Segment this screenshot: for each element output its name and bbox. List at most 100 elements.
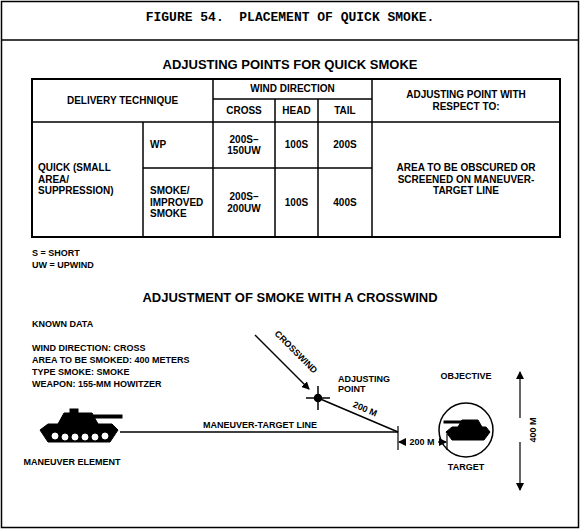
drawing-stroke [52, 433, 58, 439]
drawing-stroke [32, 79, 560, 237]
note-box: UW = UPWIND [32, 259, 182, 271]
table-header-box: HEAD [275, 99, 318, 122]
drawing-stroke [519, 372, 520, 490]
table-cell-box: 100S [275, 168, 318, 237]
known-data-line-box: TYPE SMOKE: SMOKE [32, 366, 282, 378]
table-cell: 200S [333, 139, 356, 151]
unit-label: MANEUVER ELEMENT [23, 457, 120, 467]
section-heading: ADJUSTMENT OF SMOKE WITH A CROSSWIND [142, 291, 437, 306]
table-header-box: TAIL [318, 99, 372, 122]
table-header: HEAD [282, 105, 310, 117]
drawing-stroke [439, 403, 493, 457]
point-label: ADJUSTING POINT [338, 374, 408, 395]
wind-label-box: CROSSWIND [263, 319, 328, 384]
drawing-stroke [444, 420, 490, 440]
dimension-label: 200 M [409, 437, 434, 447]
table-header: WIND DIRECTION [250, 83, 334, 95]
known-data-line-box: WIND DIRECTION: CROSS [32, 342, 282, 354]
table-header-box: DELIVERY TECHNIQUE [32, 79, 213, 122]
known-data-line: AREA TO BE SMOKED: 400 METERS [32, 355, 190, 365]
table-cell-box: AREA TO BE OBSCURED OR SCREENED ON MANEU… [372, 122, 560, 237]
table-cell: 200S– 200UW [221, 191, 267, 214]
drawing-stroke [318, 398, 398, 432]
drawing-stroke [102, 433, 108, 439]
drawing-stroke [143, 167, 372, 169]
drawing-stroke [120, 431, 398, 433]
table-cell: 400S [333, 197, 356, 209]
known-data-line: WIND DIRECTION: CROSS [32, 343, 146, 353]
dimension-label-box: 400 M [527, 402, 539, 458]
table-header-box: ADJUSTING POINT WITH RESPECT TO: [372, 79, 560, 122]
drawing-stroke [446, 427, 490, 440]
drawing-stroke [40, 424, 118, 442]
table-cell: QUICK (SMALL AREA/ SUPPRESSION) [38, 162, 137, 197]
table-cell-box: 200S [318, 122, 372, 168]
unit-label-box: MANEUVER ELEMENT [12, 456, 132, 468]
note: S = SHORT [32, 248, 80, 258]
drawing-stroke [315, 395, 322, 402]
drawing-stroke [397, 426, 398, 450]
table-cell: AREA TO BE OBSCURED OR SCREENED ON MANEU… [390, 162, 542, 197]
table-header: DELIVERY TECHNIQUE [67, 95, 178, 107]
target-label: TARGET [448, 462, 484, 472]
dimension-label: 200 M [351, 399, 378, 418]
drawing-stroke [399, 441, 406, 442]
table-header: TAIL [334, 105, 355, 117]
table-cell: 200S– 150UW [221, 134, 267, 157]
drawing-stroke [2, 39, 579, 41]
table-cell-box: QUICK (SMALL AREA/ SUPPRESSION) [32, 122, 143, 237]
drawing-stroke [444, 421, 462, 423]
drawing-stroke [213, 98, 372, 100]
point-label-box: ADJUSTING POINT [338, 372, 408, 396]
dimension-label: 400 M [528, 418, 538, 443]
drawing-stroke [212, 79, 214, 237]
table-cell: 100S [285, 139, 308, 151]
objective-label: OBJECTIVE [440, 371, 491, 381]
drawing-stroke [142, 122, 144, 237]
table-cell-box: 100S [275, 122, 318, 168]
drawing-stroke [82, 434, 88, 440]
known-data-line-box: WEAPON: 155-MM HOWITZER [32, 378, 282, 390]
table-cell-box: SMOKE/ IMPROVED SMOKE [143, 168, 213, 237]
drawing-stroke [306, 386, 330, 410]
known-data-line-box: AREA TO BE SMOKED: 400 METERS [32, 354, 282, 366]
target-label-box: TARGET [436, 461, 496, 473]
drawing-stroke [70, 409, 78, 413]
dimension-label-box: 200 M [340, 394, 391, 425]
section-heading-box: ADJUSTMENT OF SMOKE WITH A CROSSWIND [0, 289, 580, 307]
table-cell: WP [150, 139, 166, 151]
drawing-stroke [40, 409, 122, 442]
table-cell: SMOKE/ IMPROVED SMOKE [150, 185, 206, 220]
section-heading-box: ADJUSTING POINTS FOR QUICK SMOKE [0, 56, 580, 74]
table-header: ADJUSTING POINT WITH RESPECT TO: [394, 89, 538, 112]
note: UW = UPWIND [32, 260, 94, 270]
drawing-stroke [92, 415, 122, 418]
drawing-stroke [72, 434, 78, 440]
drawing-stroke [519, 372, 520, 418]
table-header: CROSS [226, 105, 262, 117]
known-data-line: WEAPON: 155-MM HOWITZER [32, 379, 162, 389]
table-header-box: CROSS [213, 99, 275, 122]
table-header-box: WIND DIRECTION [213, 79, 372, 99]
table-cell-box: 400S [318, 168, 372, 237]
drawing-stroke [92, 434, 98, 440]
table-cell-box: WP [143, 122, 213, 168]
drawing-stroke [446, 434, 447, 450]
drawing-stroke [519, 442, 520, 490]
objective-label-box: OBJECTIVE [430, 370, 502, 382]
drawing-stroke [371, 79, 373, 237]
section-heading: ADJUSTING POINTS FOR QUICK SMOKE [163, 58, 418, 73]
line-label-box: MANEUVER-TARGET LINE [180, 419, 340, 431]
drawing-stroke [32, 79, 560, 237]
drawing-stroke [52, 433, 108, 440]
dimension-label-box: 200 M [403, 436, 441, 448]
table-cell-box: 200S– 200UW [213, 168, 275, 237]
note-box: S = SHORT [32, 247, 182, 259]
line-label: MANEUVER-TARGET LINE [203, 420, 317, 430]
drawing-stroke [62, 434, 68, 440]
table-cell: 100S [285, 197, 308, 209]
known-data-heading: KNOWN DATA [32, 319, 93, 329]
wind-label: CROSSWIND [273, 329, 320, 376]
